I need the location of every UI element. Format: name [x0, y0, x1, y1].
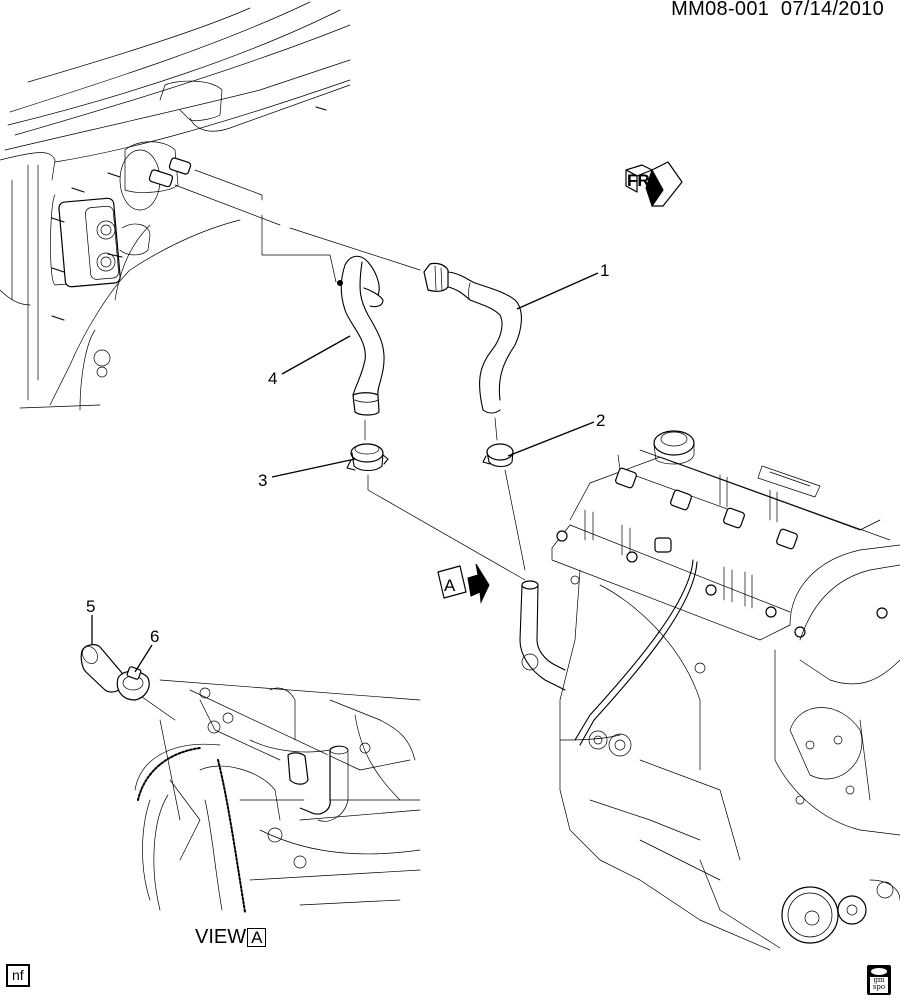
callout-number: 3: [258, 471, 267, 490]
callout-4: 4: [268, 335, 351, 388]
logo-line-1: gm: [873, 976, 885, 984]
hose-clamp-6[interactable]: [116, 666, 150, 701]
hose-clamp-3[interactable]: [346, 443, 389, 472]
callout-number: 1: [600, 261, 609, 280]
callout-1: 1: [516, 261, 609, 310]
heater-inlet-hose[interactable]: [423, 262, 522, 414]
callout-number: 6: [150, 627, 159, 646]
gm-spo-logo-icon: gm spo: [867, 965, 891, 995]
drawing-header: MM08-001 07/14/2010: [671, 0, 884, 21]
callout-3: 3: [258, 458, 356, 490]
hose-clamp-2[interactable]: [482, 443, 514, 468]
logo-text: gm spo: [870, 977, 888, 993]
heater-outlet-hose[interactable]: [337, 255, 385, 416]
engine-assembly: [519, 430, 900, 951]
view-a-marker-letter: A: [444, 576, 456, 595]
callout-number: 4: [268, 369, 277, 388]
bolt-icon: [51, 106, 327, 321]
callout-number: 2: [596, 411, 605, 430]
vehicle-dash-panel: [0, 1, 351, 411]
logo-oval: [871, 968, 887, 975]
view-a-caption: VIEW A: [195, 926, 267, 949]
view-caption-prefix: VIEW: [195, 926, 247, 948]
callout-2: 2: [507, 411, 605, 457]
view-a-engine-detail: [134, 679, 421, 913]
logo-line-2: spo: [872, 983, 886, 991]
callout-6: 6: [134, 627, 159, 673]
callout-5: 5: [86, 597, 95, 644]
assembly-alignment-lines: [124, 169, 526, 721]
drawing-id: MM08-001: [671, 0, 770, 20]
front-direction-arrow-icon: FRT: [625, 161, 683, 208]
drawing-date: 07/14/2010: [780, 0, 884, 20]
view-caption-letter: A: [247, 928, 267, 947]
view-direction-arrow-icon: A: [437, 563, 490, 604]
callout-number: 5: [86, 597, 95, 616]
nf-badge: nf: [6, 964, 30, 987]
